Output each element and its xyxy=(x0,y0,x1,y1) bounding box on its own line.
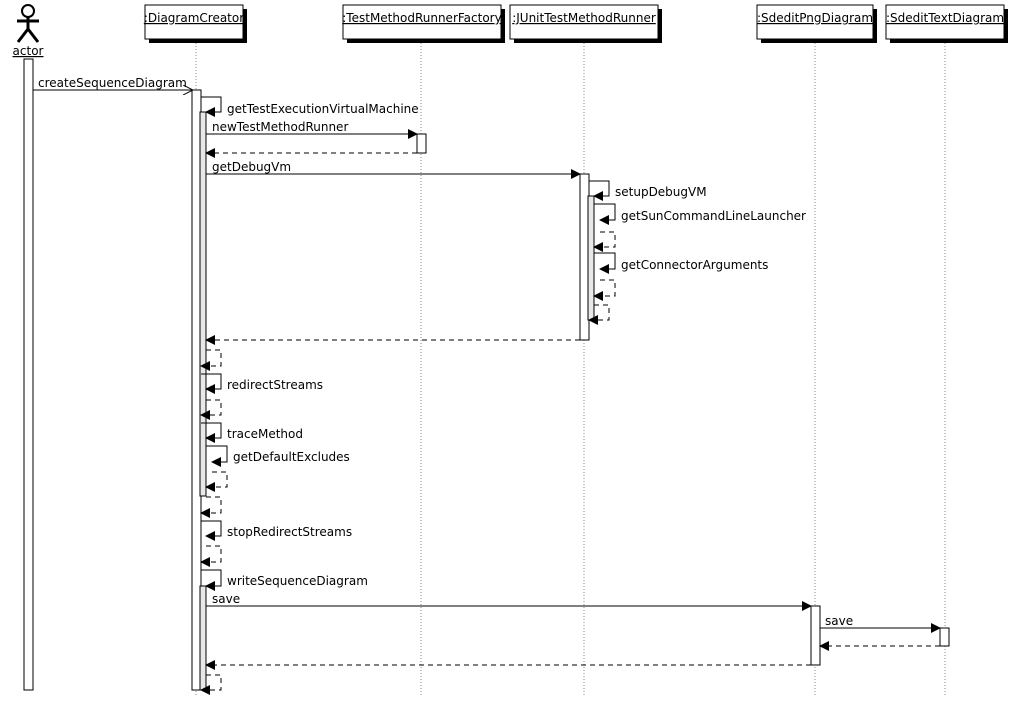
self-return xyxy=(593,279,616,301)
self-return xyxy=(205,471,228,492)
message-label: save xyxy=(212,592,240,606)
self-return xyxy=(593,231,616,252)
message-label: newTestMethodRunner xyxy=(212,120,348,134)
object-diagram-creator: :DiagramCreator xyxy=(144,4,247,43)
self-message-get-default-excludes xyxy=(206,445,228,467)
object-junit-test-method-runner: :JUnitTestMethodRunner xyxy=(509,4,662,43)
activation-test-method-runner-factory xyxy=(416,133,427,154)
message-label: stopRedirectStreams xyxy=(227,525,352,539)
self-return xyxy=(200,349,222,371)
activation-sdedit-text-diagram xyxy=(939,627,950,647)
self-message-trace-method xyxy=(201,422,222,443)
activation-sdedit-png-diagram xyxy=(810,605,821,666)
message-label: getDebugVm xyxy=(212,160,291,174)
message-label: createSequenceDiagram xyxy=(38,76,187,90)
activation-diagram-creator-nested xyxy=(199,585,207,691)
self-message-get-sun-launcher xyxy=(594,203,616,225)
object-label: :DiagramCreator xyxy=(144,11,244,25)
stick-figure-actor-icon xyxy=(16,4,40,43)
message-label: getSunCommandLineLauncher xyxy=(621,209,806,223)
message-label: getConnectorArguments xyxy=(621,258,768,272)
actor: actor xyxy=(13,4,44,691)
self-message-write-sequence-diagram xyxy=(201,569,222,591)
self-message-setup-debug-vm xyxy=(589,180,610,201)
message-label: writeSequenceDiagram xyxy=(227,574,368,588)
self-message-get-test-execution-vm xyxy=(201,96,222,117)
object-label: :SdeditTextDiagram xyxy=(886,11,1004,25)
self-message-get-connector-arguments xyxy=(594,252,616,274)
self-return xyxy=(200,545,222,567)
message-label: setupDebugVM xyxy=(615,185,707,199)
message-label: getTestExecutionVirtualMachine xyxy=(227,102,419,116)
activation-junit-test-method-runner-nested xyxy=(587,195,595,321)
message-label: save xyxy=(825,614,853,628)
self-return xyxy=(200,399,222,420)
object-label: :JUnitTestMethodRunner xyxy=(512,11,656,25)
self-return xyxy=(588,304,610,325)
actor-label: actor xyxy=(13,44,44,58)
message-label: getDefaultExcludes xyxy=(233,450,350,464)
message-label: redirectStreams xyxy=(227,378,323,392)
object-label: :SdeditPngDiagram xyxy=(757,11,873,25)
object-label: :TestMethodRunnerFactory xyxy=(342,11,501,25)
actor-activation-bar xyxy=(23,58,34,691)
self-message-stop-redirect-streams xyxy=(201,520,222,541)
object-sdedit-text-diagram: :SdeditTextDiagram xyxy=(885,4,1008,43)
object-test-method-runner-factory: :TestMethodRunnerFactory xyxy=(342,4,505,43)
self-return xyxy=(200,496,222,518)
self-message-redirect-streams xyxy=(201,373,222,394)
self-return xyxy=(200,674,222,695)
activation-diagram-creator-nested xyxy=(199,111,207,497)
message-label: traceMethod xyxy=(227,427,303,441)
object-sdedit-png-diagram: :SdeditPngDiagram xyxy=(756,4,877,43)
